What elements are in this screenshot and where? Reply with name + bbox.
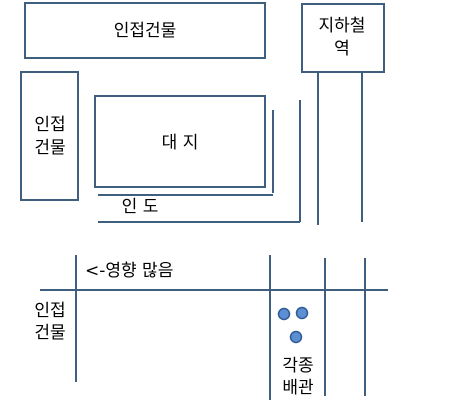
pipes-label-line2: 배관 [282, 378, 313, 398]
pipe-circle [277, 307, 291, 321]
adjacent-building-top-box [24, 2, 266, 59]
adjacent-building-left-box [20, 71, 79, 201]
adjacent-building-left-label-line2: 건물 [34, 138, 65, 158]
site-box [94, 95, 266, 188]
pipe-circle [289, 330, 303, 344]
sidewalk-label: 인 도 [122, 197, 159, 217]
pipe-circle [295, 306, 309, 320]
adjacent-building-top-label: 인접건물 [114, 21, 177, 41]
pipes-label-line1: 각종 [282, 356, 313, 376]
subway-station-box [301, 3, 385, 73]
adjacent-building-bottom-label-line2: 건물 [34, 323, 65, 343]
subway-label-line2: 역 [334, 39, 350, 59]
adjacent-building-left-label-line1: 인접 [34, 115, 65, 135]
subway-label-line1: 지하철 [319, 16, 366, 36]
site-label: 대 지 [162, 133, 199, 153]
influence-label: <-영향 많음 [85, 261, 173, 281]
adjacent-building-bottom-label-line1: 인접 [34, 301, 65, 321]
